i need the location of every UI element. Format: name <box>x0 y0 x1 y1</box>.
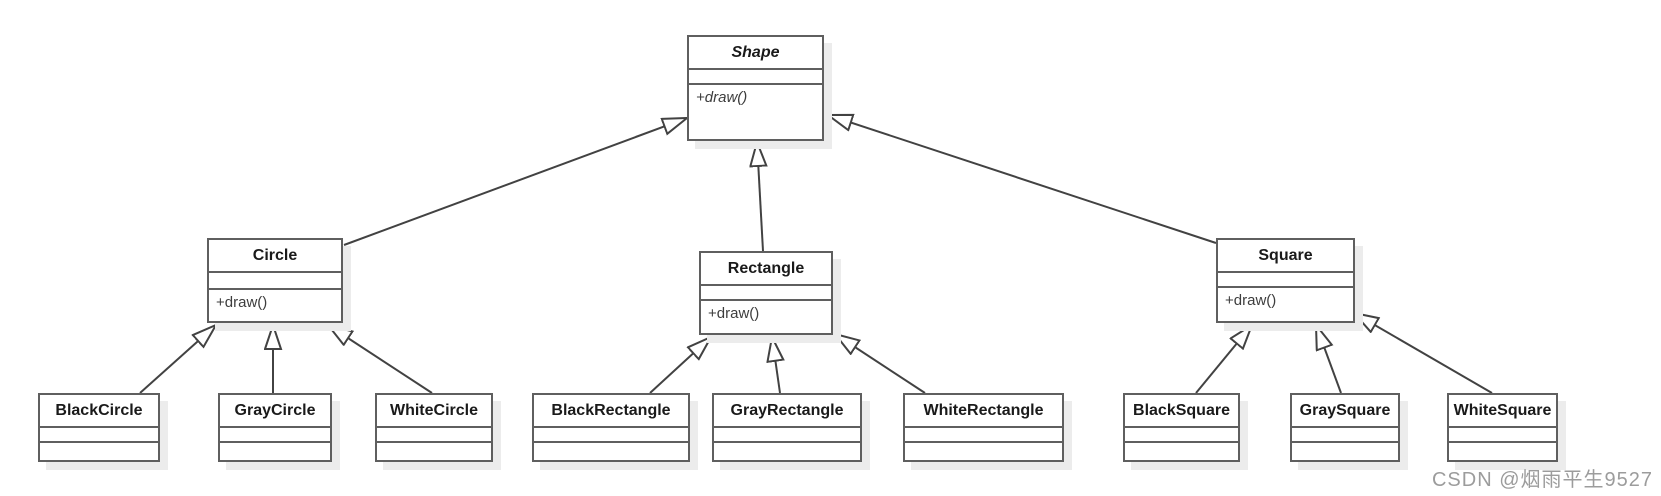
class-title: Square <box>1218 240 1353 273</box>
class-node-whitesquare: WhiteSquare <box>1447 393 1558 462</box>
methods-compartment <box>377 443 491 460</box>
attributes-compartment <box>1292 428 1398 443</box>
class-node-grayrectangle: GrayRectangle <box>712 393 862 462</box>
methods-compartment: +draw() <box>1218 288 1353 321</box>
attributes-compartment <box>1449 428 1556 443</box>
class-title: Circle <box>209 240 341 273</box>
methods-compartment <box>1449 443 1556 460</box>
class-node-blackrectangle: BlackRectangle <box>532 393 690 462</box>
class-title: BlackRectangle <box>534 395 688 428</box>
csdn-watermark: CSDN @烟雨平生9527 <box>1431 469 1653 491</box>
attributes-compartment <box>534 428 688 443</box>
class-title: BlackSquare <box>1125 395 1238 428</box>
generalization-arrow-whitecircle-to-circle <box>328 325 433 394</box>
generalization-arrow-blacksquare-to-square <box>1195 325 1252 394</box>
generalization-arrow-circle-to-shape <box>343 118 687 246</box>
class-node-circle: Circle +draw() <box>207 238 343 323</box>
class-node-graysquare: GraySquare <box>1290 393 1400 462</box>
generalization-arrow-graysquare-to-square <box>1316 325 1342 394</box>
methods-compartment <box>905 443 1062 460</box>
class-title: GrayRectangle <box>714 395 860 428</box>
methods-compartment <box>714 443 860 460</box>
class-title: WhiteSquare <box>1449 395 1556 428</box>
method-label: +draw() <box>696 89 748 106</box>
generalization-arrow-grayrectangle-to-rectangle <box>772 337 780 394</box>
attributes-compartment <box>40 428 158 443</box>
generalization-arrow-blackcircle-to-circle <box>139 325 216 394</box>
methods-compartment <box>1292 443 1398 460</box>
attributes-compartment <box>714 428 860 443</box>
attributes-compartment <box>1218 273 1353 288</box>
class-node-whitecircle: WhiteCircle <box>375 393 493 462</box>
class-title: Shape <box>689 37 822 70</box>
generalization-arrow-blackrectangle-to-rectangle <box>649 337 711 394</box>
class-title: Rectangle <box>701 253 831 286</box>
generalization-arrow-square-to-shape <box>828 115 1217 244</box>
methods-compartment <box>534 443 688 460</box>
class-node-blacksquare: BlackSquare <box>1123 393 1240 462</box>
attributes-compartment <box>377 428 491 443</box>
class-node-graycircle: GrayCircle <box>218 393 332 462</box>
methods-compartment: +draw() <box>209 290 341 321</box>
method-label: +draw() <box>216 294 268 311</box>
attributes-compartment <box>905 428 1062 443</box>
attributes-compartment <box>689 70 822 85</box>
attributes-compartment <box>1125 428 1238 443</box>
methods-compartment: +draw() <box>689 85 822 139</box>
generalization-arrow-rectangle-to-shape <box>757 142 763 252</box>
methods-compartment <box>1125 443 1238 460</box>
generalization-arrow-whitesquare-to-square <box>1354 313 1493 394</box>
class-node-rectangle: Rectangle +draw() <box>699 251 833 335</box>
attributes-compartment <box>220 428 330 443</box>
method-label: +draw() <box>708 305 760 322</box>
attributes-compartment <box>701 286 831 301</box>
class-node-blackcircle: BlackCircle <box>38 393 160 462</box>
methods-compartment: +draw() <box>701 301 831 333</box>
methods-compartment <box>40 443 158 460</box>
class-title: GrayCircle <box>220 395 330 428</box>
method-label: +draw() <box>1225 292 1277 309</box>
generalization-arrow-whiterectangle-to-rectangle <box>835 334 926 394</box>
methods-compartment <box>220 443 330 460</box>
class-title: WhiteCircle <box>377 395 491 428</box>
class-title: WhiteRectangle <box>905 395 1062 428</box>
class-node-square: Square +draw() <box>1216 238 1355 323</box>
class-title: GraySquare <box>1292 395 1398 428</box>
class-title: BlackCircle <box>40 395 158 428</box>
class-node-whiterectangle: WhiteRectangle <box>903 393 1064 462</box>
attributes-compartment <box>209 273 341 290</box>
class-node-shape: Shape +draw() <box>687 35 824 141</box>
